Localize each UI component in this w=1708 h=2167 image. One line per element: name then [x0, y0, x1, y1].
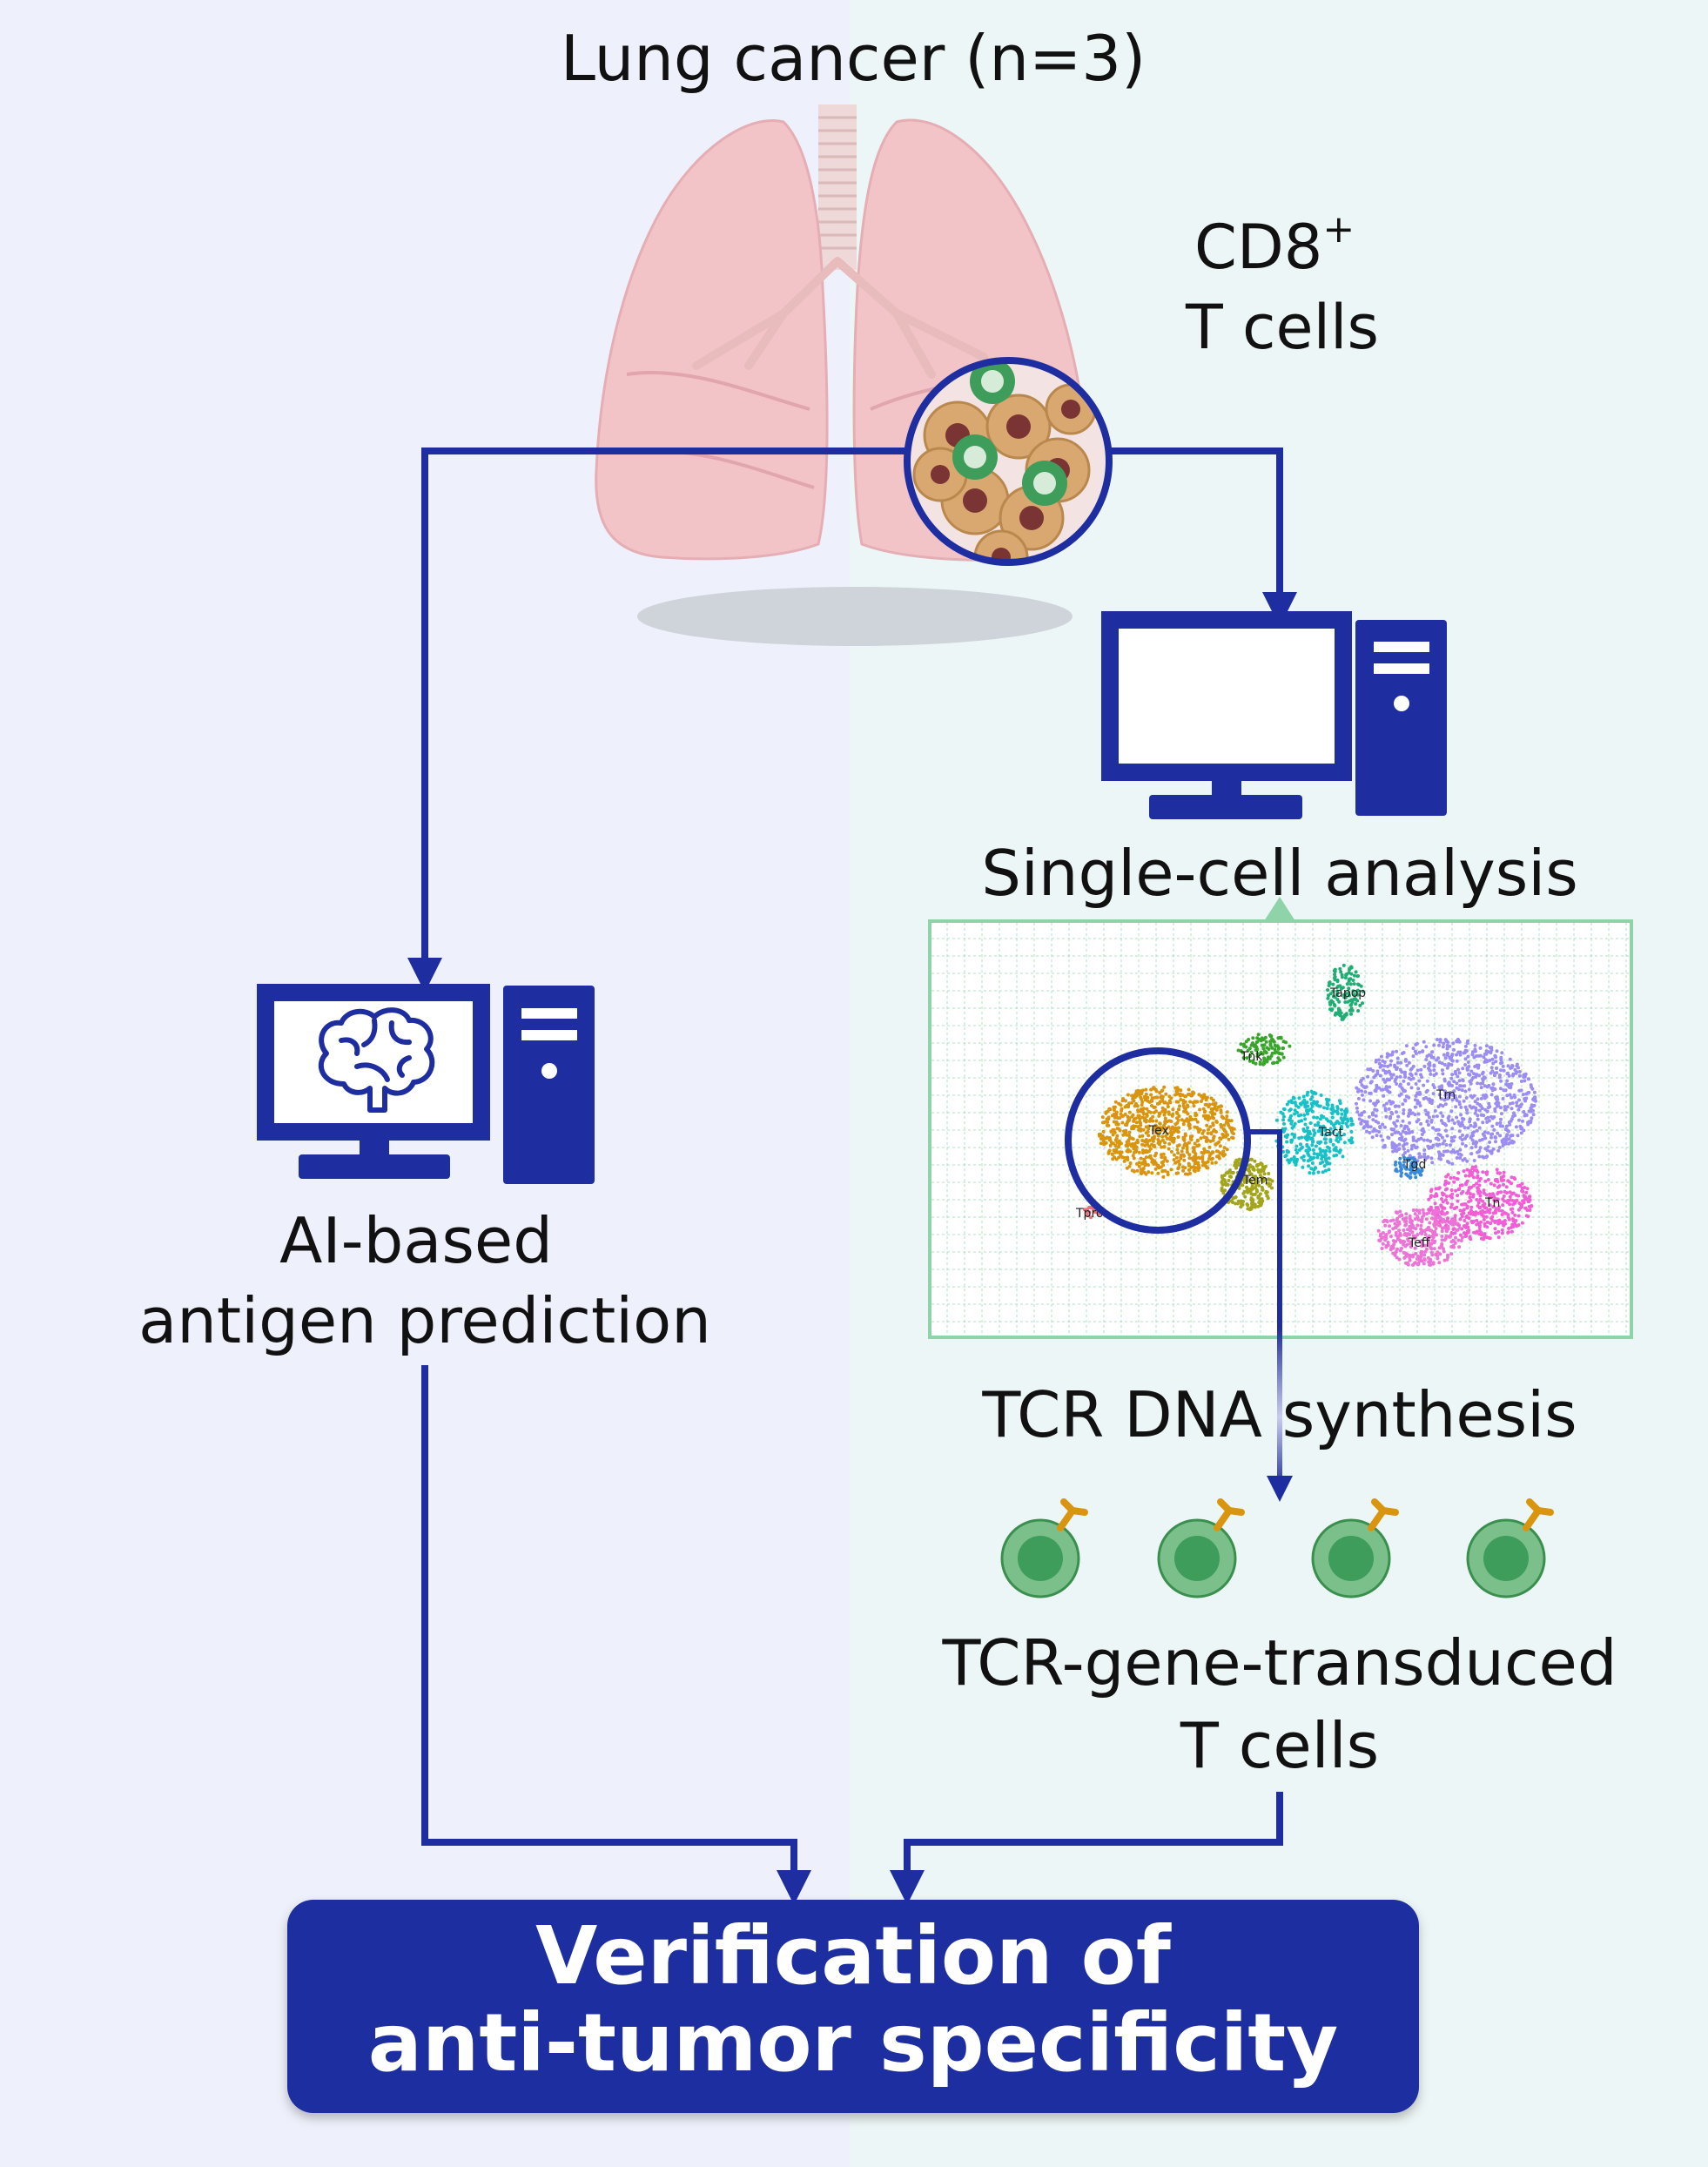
- umap-cluster-tapop: [1326, 963, 1365, 1021]
- umap-label-tem: Tem: [1242, 1174, 1268, 1188]
- umap-pointer: [1264, 897, 1295, 921]
- ai-label-line2: antigen prediction: [138, 1284, 711, 1357]
- tcr-synthesis-label: TCR DNA synthesis: [981, 1378, 1577, 1451]
- lung-shadow: [637, 587, 1073, 646]
- umap-label-teff: Teff: [1408, 1236, 1430, 1250]
- arrow-to-single-cell: [1109, 448, 1297, 627]
- title-label: Lung cancer (n=3): [561, 22, 1146, 95]
- umap-label-tm: Tm: [1436, 1088, 1456, 1102]
- cd8-tcells-text: T cells: [1185, 292, 1379, 363]
- svg-text:CD8+: CD8+: [1194, 207, 1355, 283]
- tcell-in-tumor: [952, 360, 1067, 506]
- tumor-cells: [912, 360, 1097, 562]
- transduced-tcell-4: [1466, 1498, 1554, 1598]
- transduced-tcell-2: [1157, 1498, 1245, 1598]
- umap-magnifier-ring: [1065, 1047, 1251, 1234]
- arrow-to-ai: [407, 448, 907, 993]
- umap-label-tn: Tn: [1484, 1196, 1500, 1210]
- cd8-superscript: +: [1322, 207, 1355, 252]
- umap-cluster-tact: [1274, 1089, 1355, 1175]
- result-line1: Verification of: [535, 1909, 1172, 2002]
- cd8-label: CD8+ T cells: [1185, 207, 1379, 363]
- ai-computer-icon: [257, 984, 595, 1184]
- umap-label-tact: Tact: [1318, 1126, 1344, 1140]
- tumor-magnifier: [904, 357, 1113, 566]
- magnifier-ring: [904, 357, 1113, 566]
- umap-label-tgd: Tgd: [1402, 1158, 1426, 1172]
- arrow-ai-to-result: [421, 1365, 811, 1905]
- umap-cluster-tex: [1097, 1085, 1236, 1179]
- umap-cell-clusters: [1082, 963, 1537, 1267]
- umap-label-tapop: Tapop: [1329, 986, 1366, 1000]
- transduced-tcells: [1000, 1498, 1554, 1598]
- transduced-tcell-1: [1000, 1498, 1088, 1598]
- ai-label-line1: AI-based: [279, 1204, 553, 1277]
- single-cell-computer-icon: [1101, 611, 1447, 819]
- umap-cluster-tn: [1427, 1165, 1534, 1242]
- cd8-text: CD8: [1194, 212, 1322, 283]
- umap-grid: [931, 923, 1630, 1336]
- transduced-label-line1: TCR-gene-transduced: [941, 1626, 1617, 1699]
- result-line2: anti-tumor specificity: [368, 1996, 1339, 2090]
- umap-label-tex: Tex: [1148, 1124, 1169, 1138]
- umap-label-tnk: Tnk: [1240, 1050, 1263, 1064]
- arrow-tcells-to-result: [890, 1792, 1283, 1905]
- trachea-rings: [818, 116, 857, 250]
- umap-cluster-labels: Tapop Tnk Tm Tex Tact Tgd Tem Tn Tpro Te…: [1075, 986, 1500, 1250]
- arrow-cluster-to-tcells: [1245, 1129, 1293, 1502]
- umap-cluster-tm: [1355, 1037, 1537, 1166]
- umap-cluster-tgd: [1393, 1155, 1424, 1180]
- bronchi: [692, 257, 988, 379]
- umap-cluster-tnk: [1236, 1033, 1292, 1067]
- transduced-label-line2: T cells: [1180, 1709, 1379, 1782]
- umap-cluster-teff: [1376, 1208, 1464, 1267]
- transduced-tcell-3: [1311, 1498, 1399, 1598]
- trachea: [818, 104, 857, 270]
- brain-icon: [318, 1007, 435, 1113]
- result-box: [287, 1900, 1419, 2113]
